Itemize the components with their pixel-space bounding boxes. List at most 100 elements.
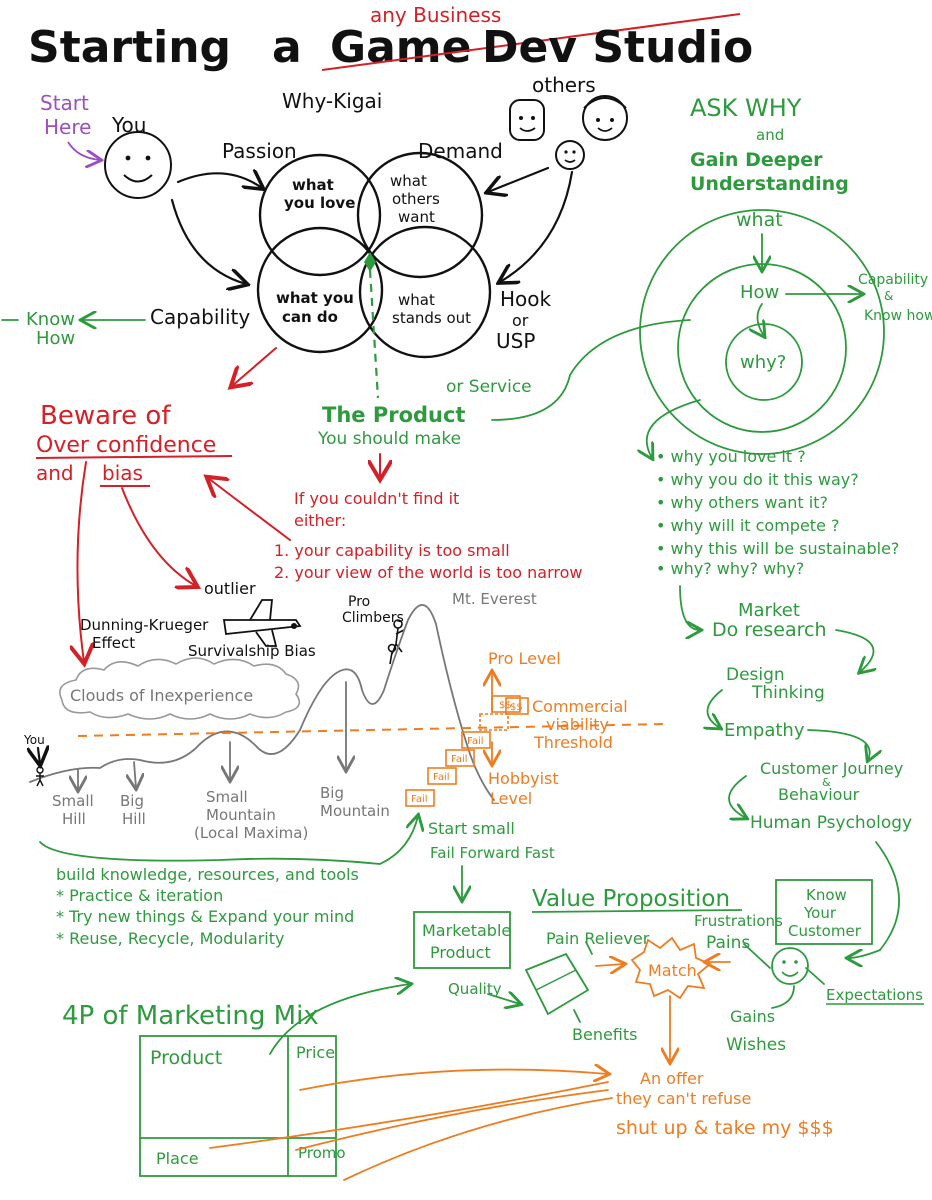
venn-center-diamond [364,252,376,272]
everest-label: Mt. Everest [452,590,537,608]
local-maxima-label: (Local Maxima) [194,824,308,842]
overconfidence-label: Over confidence [36,433,216,458]
why-outer-circle [639,209,885,455]
marketing-promo: Promo [298,1144,346,1162]
benefits-label: Benefits [572,1025,638,1044]
design-line-2: Thinking [751,683,825,703]
fail-forward-label: Fail Forward Fast [430,844,555,862]
promo-to-offer-line-1 [295,1089,609,1151]
value-title-underline [531,909,743,913]
capability-label: Capability [150,305,250,329]
threshold-step [479,713,509,731]
small-hill-line-2: Hill [62,810,86,828]
design-to-empathy-arrow [707,689,722,728]
passion-arrow [176,173,262,188]
marketing-title: 4P of Marketing Mix [62,1001,319,1031]
climber-icon [387,619,405,665]
big-mountain-line-2: Mountain [320,802,390,820]
journey-line-1: Customer Journey [760,759,903,778]
customer-to-gains-line [771,985,795,1009]
fail-step-3 [445,749,475,767]
offer-line-1: An offer [640,1069,704,1088]
hook-line-1: Hook [500,287,552,311]
question-1: • why you love it ? [656,447,806,466]
money-step-2-label: $$ [510,702,523,713]
cap-knowhow-line-1: Capability [858,272,928,288]
promo-to-offer-line-2 [343,1097,613,1181]
shut-up-label: shut up & take my $$$ [616,1117,834,1139]
pro-level-label: Pro Level [488,649,561,668]
start-here-line-2: Here [44,115,91,139]
value-title: Value Proposition [532,886,730,912]
title-starting: Starting [28,22,231,73]
journey-line-3: Behaviour [778,785,860,804]
reason-1: 1. your capability is too small [274,541,510,560]
marketing-place: Place [156,1149,199,1168]
how-to-why-arrow [757,303,764,336]
build-item-2: * Try new things & Expand your mind [56,907,354,926]
reliever-to-cube-line [585,941,593,955]
product-dashed-line [368,269,380,399]
commercial-line-3: Threshold [533,733,613,752]
venn-can-do-line-2: can do [282,308,338,326]
place-to-offer-line [209,1081,609,1149]
venn-circle-love [258,153,382,277]
airplane-icon [222,599,302,647]
venn-circle-stands-out [358,225,492,359]
title-dev-studio: Dev Studio [482,22,753,73]
fail-step-4 [461,731,491,749]
venn-circle-want [356,151,484,279]
why-kigai-label: Why-Kigai [282,89,382,113]
clouds-shape [59,657,301,720]
ask-why-and: and [756,126,784,144]
beware-label: Beware of [40,401,171,431]
terrain-line [29,604,495,801]
bias-to-outlier-arrow [121,487,196,586]
venn-circle-can-do [256,226,384,354]
marketable-line-2: Product [430,943,491,962]
hobbyist-line-2: Level [490,789,532,808]
start-here-arrow [67,141,100,160]
big-hill-arrow [134,761,136,788]
offer-line-2: they can't refuse [616,1089,751,1108]
know-customer-line-2: Your [803,904,837,922]
small-mountain-line-1: Small [206,788,248,806]
venn-can-do-line-1: what you [276,289,354,307]
overconfidence-arrow [232,347,277,386]
commercial-line-2: viability [546,715,609,734]
why-label: why? [740,352,786,373]
hook-arrow [500,170,574,282]
fail-step-1-label: Fail [411,794,428,805]
empathy-to-journey-arrow [807,729,870,760]
reliever-to-match-arrow [595,964,624,966]
others-faces-icon [509,95,628,170]
if-couldnt-label: If you couldn't find it [294,489,459,508]
overconfidence-underline [35,455,233,459]
reasons-to-bias-arrow [208,478,291,541]
deeper-line-2: Understanding [690,173,849,195]
know-how-line-1: Know [26,309,75,330]
others-label: others [532,73,596,97]
pains-label: Pains [706,933,750,953]
or-service-label: or Service [446,377,532,397]
title-game: Game [330,22,472,73]
build-heading: build knowledge, resources, and tools [56,865,359,884]
marketing-price: Price [296,1043,335,1062]
psychology-to-customer-arrow [848,841,900,958]
hook-line-2: or [512,311,529,330]
venn-want-line-3: want [398,208,435,226]
start-here-line-1: Start [40,91,89,115]
match-burst-shape [630,936,712,1000]
product-to-marketable-arrow [269,984,410,1055]
build-bracket-arrow [39,816,418,865]
marketing-grid [139,1035,337,1177]
you-terrain-label: You [23,733,45,747]
clouds-label: Clouds of Inexperience [70,686,253,705]
cap-knowhow-line-3: Know how [864,308,932,324]
know-how-line-2: How [36,328,75,349]
outlier-label: outlier [204,579,256,598]
customer-to-pains-line [743,943,771,969]
dunning-line-1: Dunning-Krueger [80,616,209,634]
capability-arrow [170,198,246,284]
